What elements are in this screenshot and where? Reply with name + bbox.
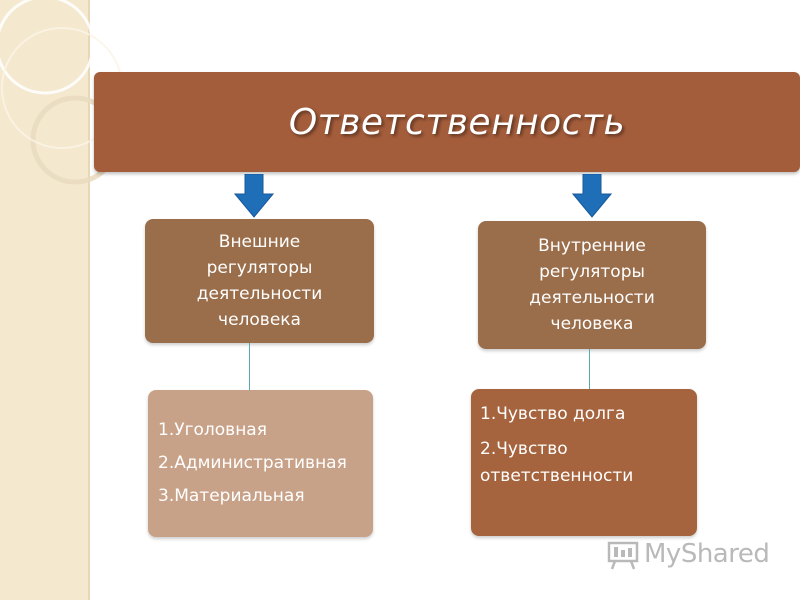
watermark: MyShared — [606, 536, 770, 572]
arrow-down-icon — [572, 174, 612, 218]
list-item: 1.Чувство долга — [480, 401, 697, 428]
external-regulators-box: Внешние регуляторы деятельности человека — [145, 219, 374, 343]
list-item: 2.Административная — [158, 453, 347, 473]
connector-line — [249, 343, 250, 390]
heading-line: регуляторы — [206, 258, 313, 278]
connector-line — [589, 349, 590, 389]
list-item-line: 2.Чувство — [480, 439, 568, 459]
external-regulators-heading: Внешние регуляторы деятельности человека — [197, 229, 323, 333]
heading-line: регуляторы — [539, 262, 645, 282]
internal-regulators-heading: Внутренние регуляторы деятельности челов… — [529, 233, 655, 337]
side-decor-line — [88, 0, 90, 600]
list-item: 2.Чувство ответственности — [480, 436, 697, 490]
list-item-line: 1.Чувство долга — [480, 404, 626, 424]
heading-line: деятельности — [196, 284, 323, 304]
internal-regulators-box: Внутренние регуляторы деятельности челов… — [478, 221, 706, 349]
list-item: 3.Материальная — [158, 486, 305, 506]
arrow-down-icon — [234, 174, 274, 218]
heading-line: Внутренние — [538, 236, 646, 256]
external-regulators-list: 1.Уголовная 2.Административная 3.Материа… — [148, 390, 373, 537]
heading-line: человека — [218, 310, 301, 330]
title-box: Ответственность — [94, 72, 800, 172]
presentation-board-icon — [607, 541, 639, 570]
heading-line: деятельности — [529, 288, 655, 308]
watermark-text: MyShared — [644, 539, 770, 569]
diagram-title: Ответственность — [288, 101, 626, 143]
list-item: 1.Уголовная — [158, 420, 267, 440]
list-item-line: ответственности — [480, 466, 634, 486]
internal-regulators-list: 1.Чувство долга 2.Чувство ответственност… — [471, 389, 697, 536]
heading-line: человека — [550, 314, 634, 334]
heading-line: Внешние — [218, 232, 301, 252]
